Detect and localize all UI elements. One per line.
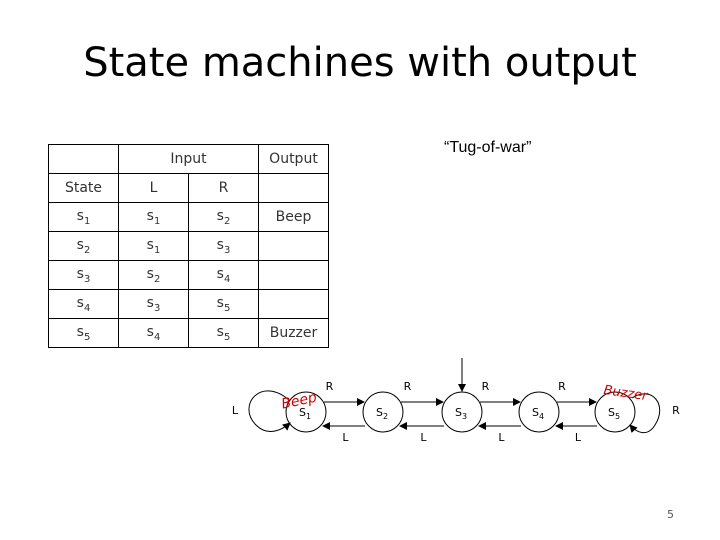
state-cell: s5 xyxy=(48,318,119,348)
table-group-header-row: Input Output xyxy=(48,144,329,174)
next-state-r-cell: s2 xyxy=(188,202,259,232)
output-cell xyxy=(258,231,329,261)
page-number: 5 xyxy=(667,508,674,521)
next-state-l-cell: s2 xyxy=(118,260,189,290)
empty-header-cell xyxy=(48,144,119,174)
state-s1-circle xyxy=(285,391,327,433)
self-loop-s5-label: R xyxy=(672,404,680,417)
transition-l-label: L xyxy=(420,431,427,444)
transition-l-label: L xyxy=(498,431,505,444)
output-group-header: Output xyxy=(258,144,329,174)
state-cell: s1 xyxy=(48,202,119,232)
output-column-header xyxy=(258,173,329,203)
next-state-r-cell: s4 xyxy=(188,260,259,290)
state-s5-circle xyxy=(594,391,636,433)
state-s3-circle xyxy=(441,391,483,433)
next-state-l-cell: s1 xyxy=(118,231,189,261)
state-s4-circle xyxy=(518,391,560,433)
state-s4-label: S4 xyxy=(532,406,544,421)
self-loop-s5 xyxy=(629,393,661,434)
state-s2-label: S2 xyxy=(376,406,388,421)
input-group-header: Input xyxy=(118,144,259,174)
state-cell: s4 xyxy=(48,289,119,319)
output-cell: Beep xyxy=(258,202,329,232)
state-cell: s3 xyxy=(48,260,119,290)
self-loop-s1-label: L xyxy=(232,404,239,417)
output-cell: Buzzer xyxy=(258,318,329,348)
transition-r-label: R xyxy=(558,380,566,393)
state-s2-circle xyxy=(362,391,404,433)
transition-l-label: L xyxy=(575,431,582,444)
transition-r-label: R xyxy=(404,380,412,393)
state-s5-label: S5 xyxy=(608,406,620,421)
next-state-r-cell: s3 xyxy=(188,231,259,261)
state-s1-label: S1 xyxy=(299,406,311,421)
table-column-header-row: State L R xyxy=(48,173,329,203)
annotation-beep: Beep xyxy=(280,390,318,413)
annotation-buzzer: Buzzer xyxy=(603,383,650,404)
tug-of-war-caption: “Tug-of-war” xyxy=(444,139,532,156)
next-state-r-cell: s5 xyxy=(188,318,259,348)
state-cell: s2 xyxy=(48,231,119,261)
self-loop-s1 xyxy=(248,390,291,432)
output-cell xyxy=(258,260,329,290)
transition-l-label: L xyxy=(342,431,349,444)
transition-r-label: R xyxy=(326,380,334,393)
state-s3-label: S3 xyxy=(455,406,467,421)
transition-r-label: R xyxy=(482,380,490,393)
slide-title: State machines with output xyxy=(83,40,637,86)
